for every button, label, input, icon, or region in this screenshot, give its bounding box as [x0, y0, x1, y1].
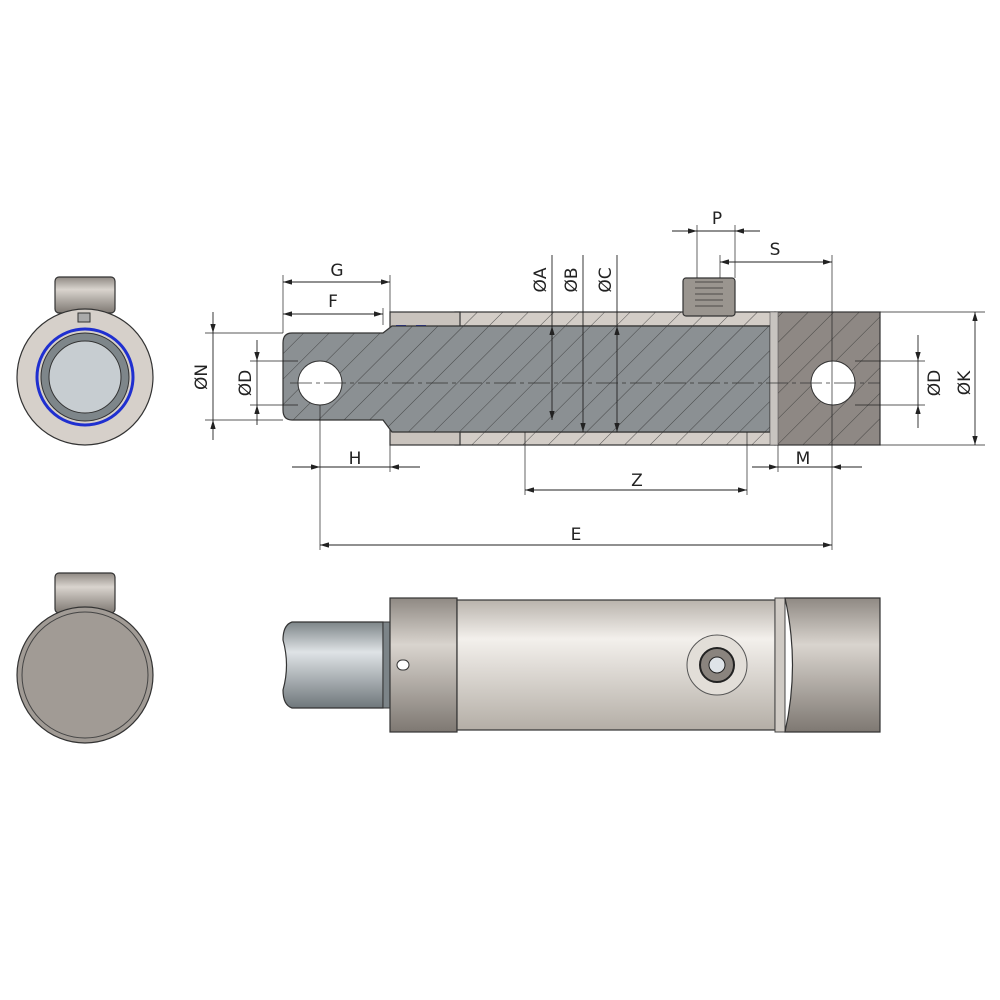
dim-s-label: S — [770, 240, 781, 260]
dim-f-label: F — [328, 292, 338, 312]
dim-k-label: ØK — [955, 370, 975, 395]
end-view-cap-side — [16, 572, 154, 744]
dim-c-label: ØC — [596, 267, 616, 292]
end-cap-exterior — [784, 597, 881, 733]
weld-seam — [769, 311, 779, 446]
dimensions: G F H Z E M P S ØA ØB ØC ØN — [192, 209, 985, 550]
side-view — [282, 597, 881, 733]
seal-ring — [35, 327, 135, 427]
dim-n-label: ØN — [192, 364, 212, 390]
dim-z-label: Z — [631, 471, 643, 491]
dim-h-label: H — [349, 449, 362, 469]
weld-exterior — [774, 597, 786, 733]
cap-face-rim — [21, 611, 149, 739]
dim-d-left-label: ØD — [236, 370, 256, 396]
dim-m-label: M — [796, 449, 811, 469]
oil-port — [682, 277, 736, 317]
dim-d-right-label: ØD — [925, 370, 945, 396]
port-boss — [54, 276, 116, 314]
dim-g-label: G — [330, 261, 343, 281]
dim-b-label: ØB — [562, 267, 582, 292]
end-view-rod-side — [16, 276, 154, 446]
rod-exterior — [282, 621, 384, 709]
gland-notch — [396, 659, 410, 671]
dim-a-label: ØA — [531, 267, 551, 292]
port-bore — [708, 656, 726, 674]
rod-face — [48, 340, 122, 414]
dim-p-label: P — [712, 209, 722, 229]
dim-e-label: E — [571, 525, 582, 545]
key-slot — [77, 312, 91, 323]
cap-face — [16, 606, 154, 744]
section-view — [282, 277, 881, 446]
